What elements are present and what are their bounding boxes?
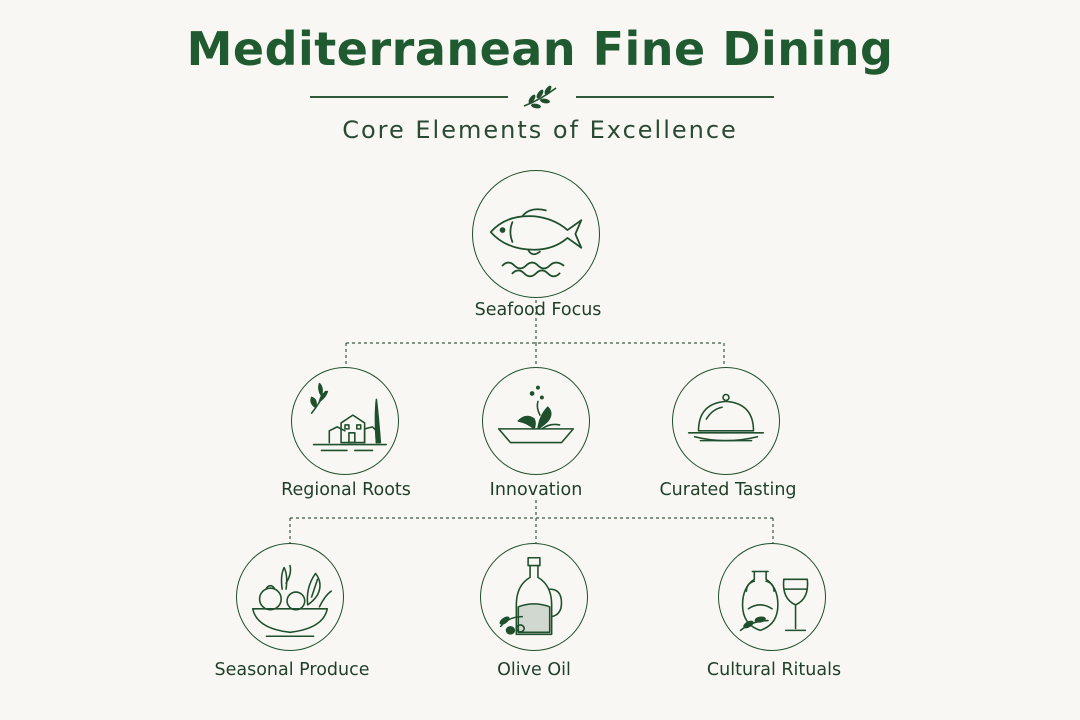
node-circle — [472, 170, 600, 298]
page-subtitle: Core Elements of Excellence — [342, 116, 738, 144]
cloche-icon — [687, 393, 765, 442]
node-circle — [236, 543, 344, 651]
olive-sprig-icon — [523, 85, 557, 109]
node-circle — [482, 367, 590, 475]
node-circle — [291, 367, 399, 475]
node-circle — [672, 367, 780, 475]
amphora-wine-glass-icon — [739, 570, 809, 632]
node-label: Seafood Focus — [474, 300, 602, 320]
village-icon — [310, 382, 388, 452]
node-label: Cultural Rituals — [706, 660, 842, 680]
vegetable-bowl-icon — [251, 564, 333, 638]
plated-dish-icon — [497, 385, 575, 444]
node-circle — [718, 543, 826, 651]
page-title: Mediterranean Fine Dining — [186, 22, 894, 76]
title-divider-left — [310, 96, 508, 98]
node-label: Innovation — [489, 480, 583, 500]
node-circle — [480, 543, 588, 651]
title-divider-right — [576, 96, 774, 98]
node-label: Curated Tasting — [659, 480, 797, 500]
node-label: Seasonal Produce — [214, 660, 370, 680]
node-label: Olive Oil — [497, 660, 571, 680]
node-label: Regional Roots — [281, 480, 411, 500]
fish-icon — [489, 208, 583, 278]
olive-oil-bottle-icon — [499, 556, 563, 636]
